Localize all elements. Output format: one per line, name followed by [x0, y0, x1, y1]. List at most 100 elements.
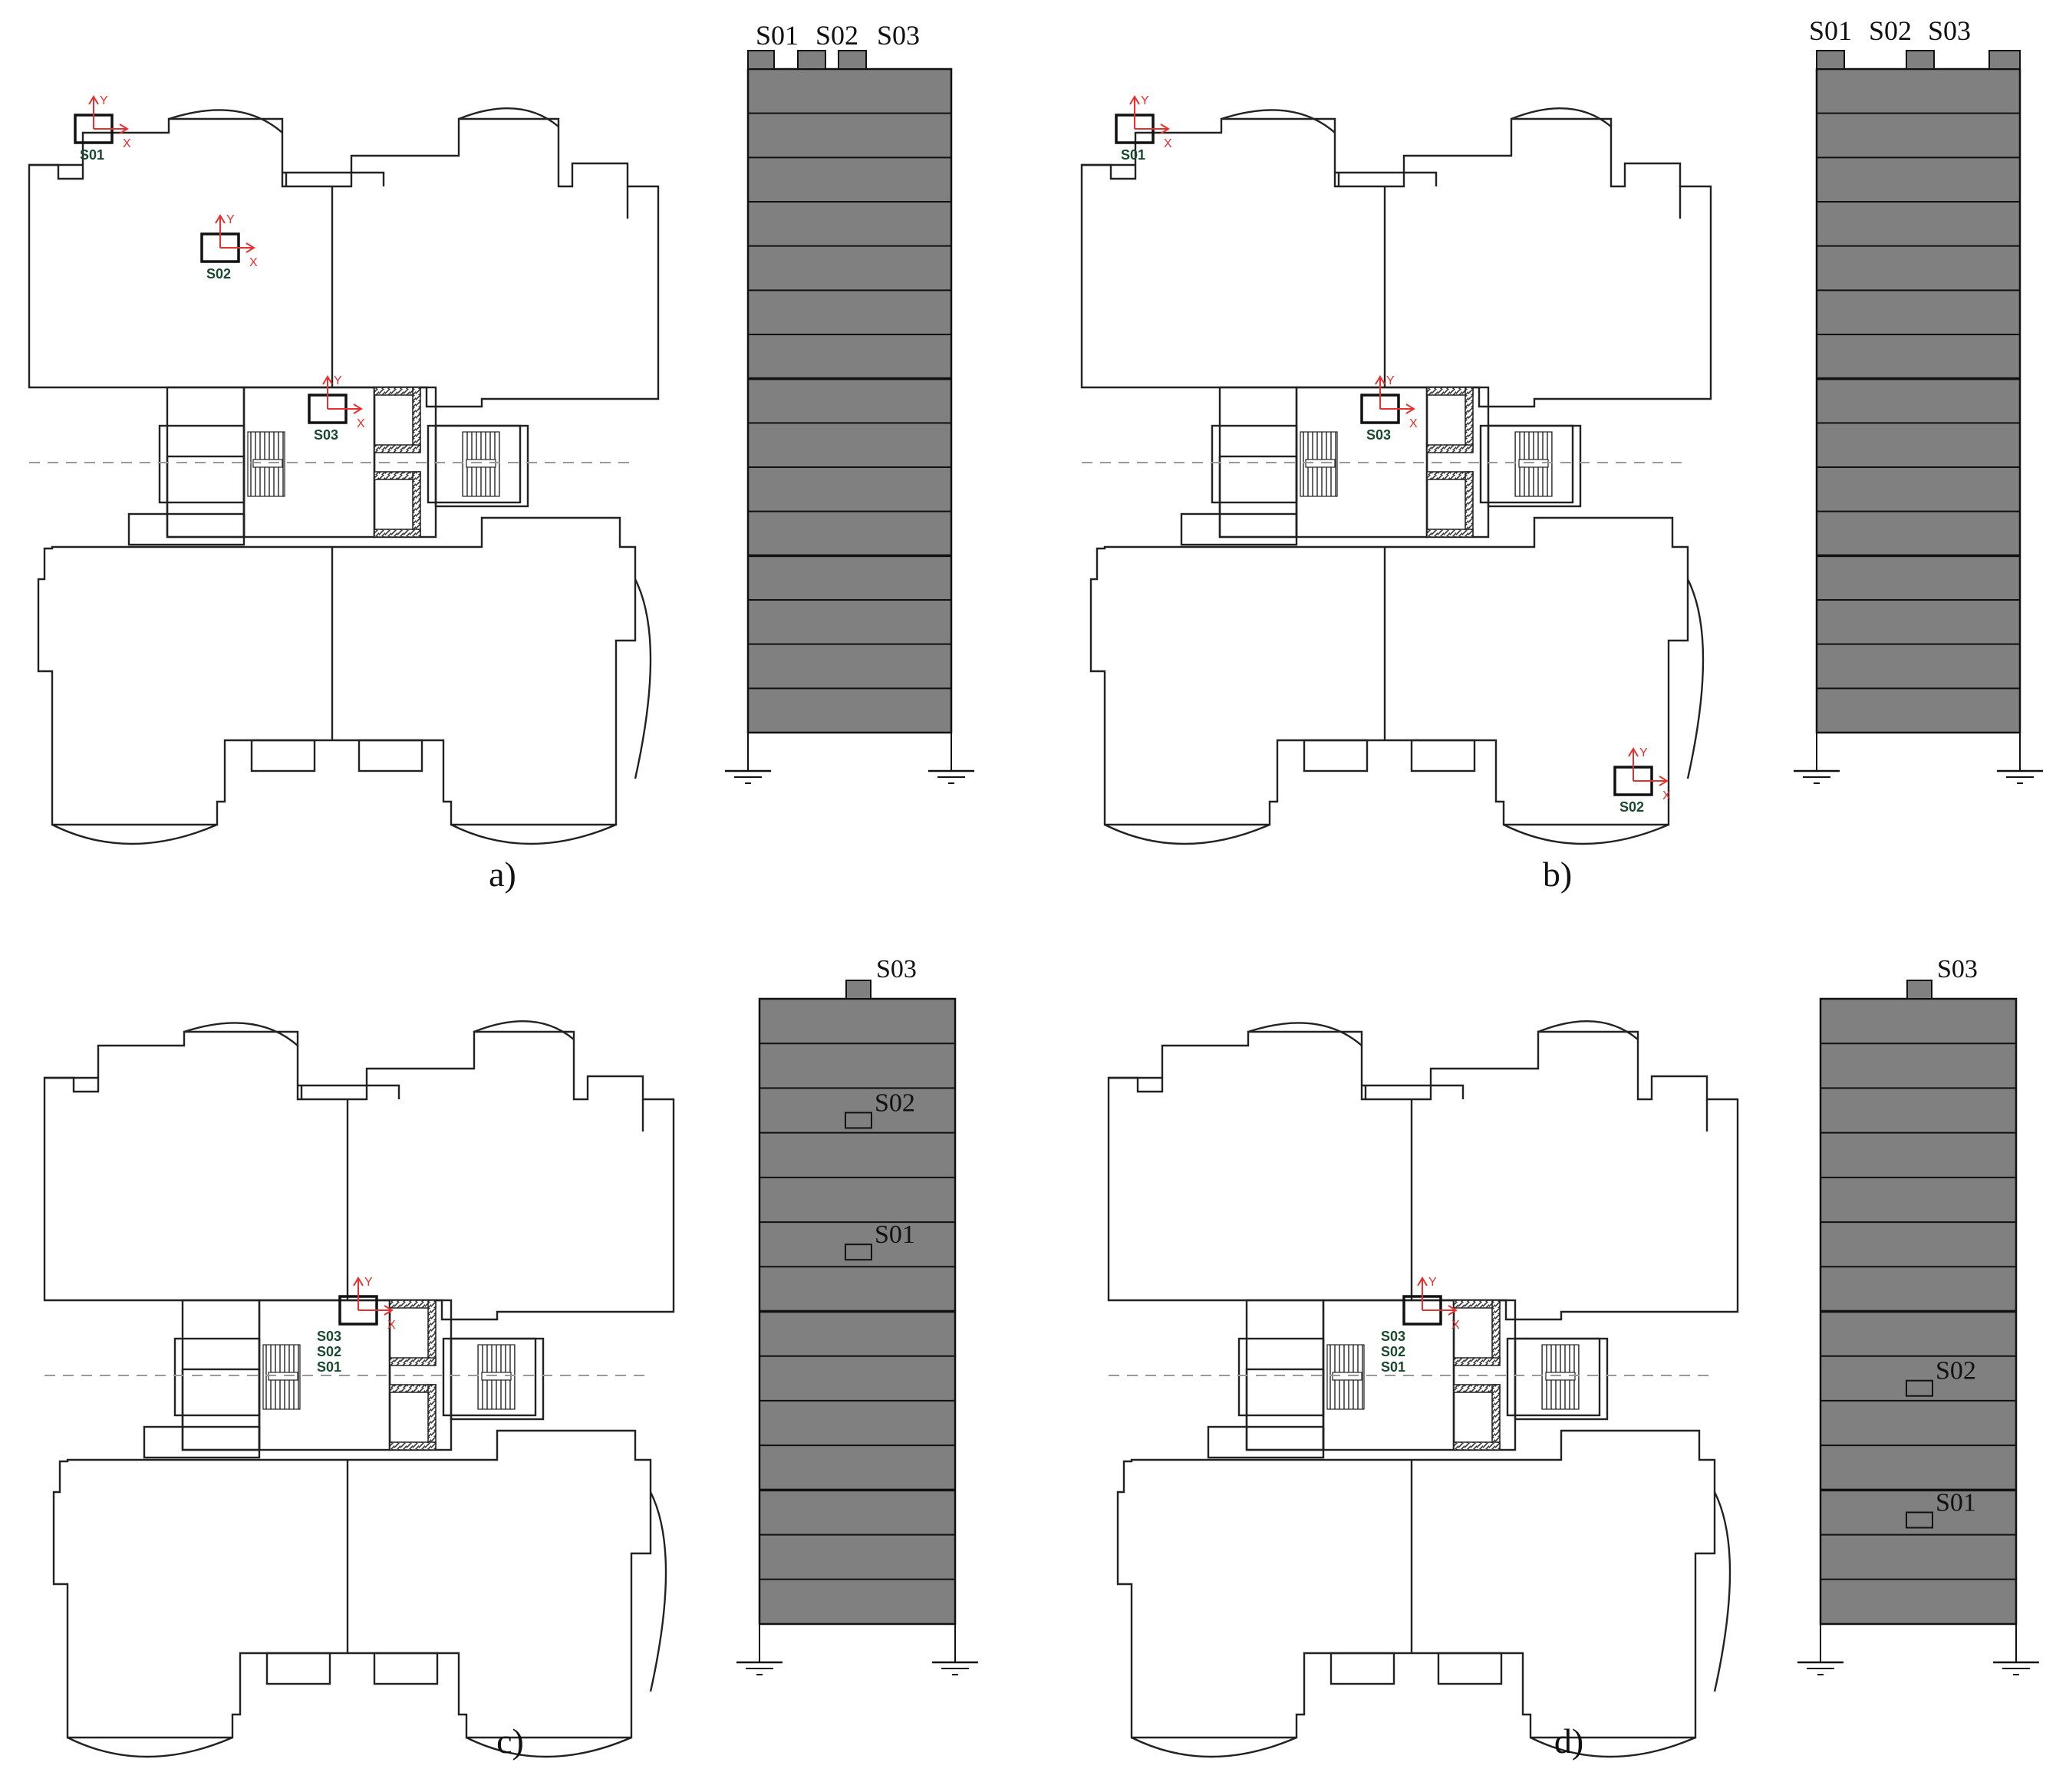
rooftop-sensor	[845, 980, 871, 1000]
axis-label-x: X	[1451, 1319, 1460, 1332]
plan-outline	[1107, 1020, 1739, 1758]
sensor-label: S01	[317, 1359, 341, 1375]
axis-label-y: Y	[1639, 746, 1648, 759]
elevation-label: S01	[1936, 1488, 1976, 1517]
hatched-wall	[1465, 471, 1474, 538]
rooftop-sensor	[797, 50, 826, 70]
sensor-label: S02	[1619, 799, 1644, 815]
axis-label-x: X	[249, 256, 258, 269]
building-body	[746, 68, 953, 734]
hatched-wall	[1426, 529, 1474, 538]
panel-caption: b)	[1543, 855, 1572, 894]
building-body	[1815, 68, 2021, 734]
rooftop-sensor	[1906, 50, 1935, 70]
hatched-wall	[389, 1357, 437, 1366]
elevation-label: S01	[1809, 15, 1852, 46]
elevation-label: S01	[875, 1220, 915, 1249]
sensor-label: S02	[1381, 1344, 1405, 1359]
hatched-wall	[374, 444, 421, 453]
elevation-label: S03	[1937, 955, 1978, 983]
hatched-wall	[1465, 387, 1474, 450]
axis-label-x: X	[123, 137, 131, 150]
sensor-marker: Y X S02	[1613, 746, 1671, 815]
hatched-wall	[412, 387, 421, 450]
elevation: S01 S02 S03	[725, 20, 974, 784]
arrow-head	[1160, 124, 1170, 134]
rooftop-sensor	[1988, 50, 2021, 70]
elevation-label: S03	[876, 955, 917, 983]
rooftop-sensor	[1816, 50, 1845, 70]
floor-sensor	[845, 1112, 872, 1129]
plan-outline	[1080, 107, 1712, 845]
axis-label-y: Y	[1386, 374, 1395, 387]
axis-label-x: X	[1164, 137, 1172, 150]
hatched-wall	[1453, 1441, 1501, 1451]
hatched-wall	[1426, 444, 1474, 453]
arrow-head	[1129, 95, 1140, 105]
elevation-label: S02	[1936, 1357, 1976, 1385]
arrow-head	[1659, 776, 1669, 786]
arrow-head	[1405, 404, 1415, 414]
panel-caption: a)	[489, 855, 516, 894]
elevation-label: S02	[875, 1089, 915, 1117]
plan-outline	[28, 107, 660, 845]
floor-sensor	[845, 1244, 872, 1261]
elevation-label: S02	[1869, 15, 1912, 46]
elevation-label: S01	[756, 20, 799, 51]
sensor-label: S01	[80, 147, 104, 163]
hatched-wall	[374, 529, 421, 538]
sensor-label: S03	[314, 427, 338, 443]
axis-label-y: Y	[226, 213, 235, 226]
sensor-label: S01	[1381, 1359, 1405, 1375]
axis-label-y: Y	[1428, 1276, 1437, 1289]
rooftop-sensor	[838, 50, 867, 70]
axis-label-y: Y	[1141, 94, 1149, 107]
rooftop-sensor	[747, 50, 775, 70]
elevation-label: S02	[815, 20, 858, 51]
axis-label-x: X	[357, 417, 365, 430]
sensor-label: S03	[1381, 1329, 1405, 1344]
panel-caption: c)	[496, 1721, 524, 1761]
floor-sensor	[1906, 1379, 1933, 1397]
axis-label-x: X	[1409, 417, 1418, 430]
axis-label-x: X	[1662, 789, 1671, 802]
hatched-wall	[1453, 1357, 1501, 1366]
arrow-head	[322, 375, 333, 385]
hatched-wall	[412, 471, 421, 538]
arrow-head	[119, 124, 129, 134]
arrow-head	[1628, 747, 1639, 757]
axis-label-y: Y	[334, 374, 342, 387]
arrow-head	[245, 242, 255, 253]
axis-label-y: Y	[364, 1276, 373, 1289]
sensor-label: S02	[317, 1344, 341, 1359]
plan-outline	[43, 1020, 675, 1758]
axis-label-y: Y	[100, 94, 108, 107]
arrow-head	[1375, 375, 1385, 385]
sensor-label: S02	[206, 266, 231, 282]
sensor-marker: Y X S03	[308, 374, 365, 443]
hatched-wall	[389, 1441, 437, 1451]
sensor-label: S01	[1121, 147, 1145, 163]
arrow-head	[1417, 1276, 1428, 1286]
sensor-marker: Y X S02	[200, 213, 258, 282]
arrow-head	[353, 1276, 364, 1286]
elevation-label: S03	[877, 20, 920, 51]
sensor-marker: Y X S03	[1360, 374, 1418, 443]
sensor-marker: Y X S01	[1115, 94, 1172, 163]
hatched-wall	[1491, 1300, 1501, 1362]
sensor-label: S03	[1366, 427, 1391, 443]
